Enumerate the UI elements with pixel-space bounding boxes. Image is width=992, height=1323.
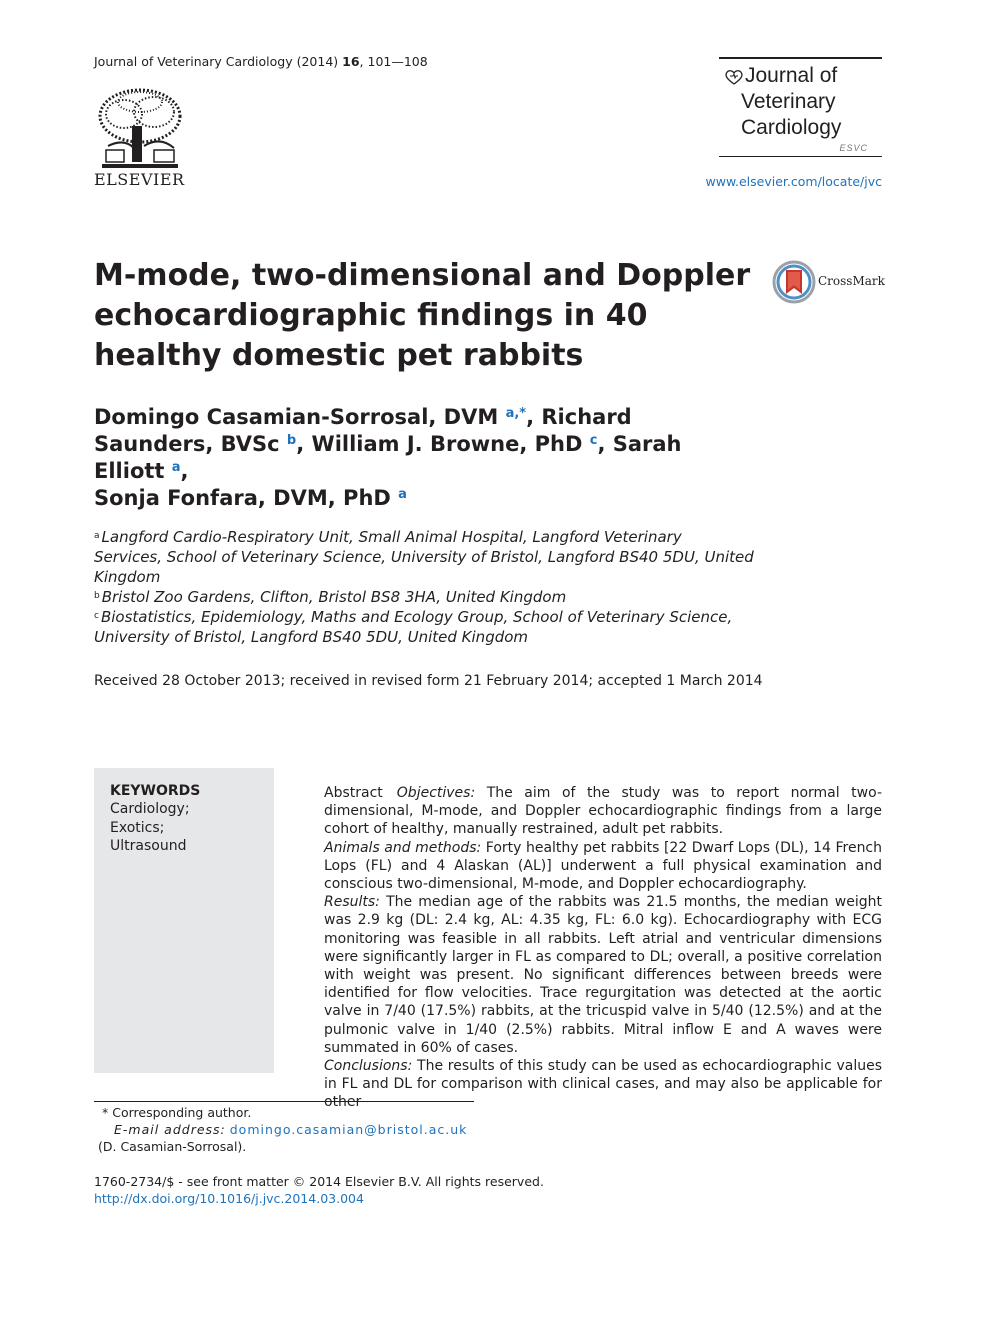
- author-name: Richard Saunders, BVSc: [94, 405, 632, 456]
- article-title: M-mode, two-dimensional and Doppler echo…: [94, 258, 751, 373]
- elsevier-tree-logo: [94, 86, 186, 168]
- abstract: Abstract Objectives: The aim of the study…: [324, 784, 882, 1112]
- journal-url-link[interactable]: www.elsevier.com/locate/jvc: [705, 174, 883, 189]
- journal-name: Journal of Veterinary Cardiology: [741, 63, 841, 141]
- journal-name-line3: Cardiology: [741, 116, 842, 139]
- heart-icon: [725, 70, 743, 85]
- author-affiliation-link[interactable]: c: [589, 433, 598, 448]
- keywords-panel: KEYWORDS Cardiology; Exotics; Ultrasound: [94, 768, 274, 1073]
- abstract-label: Abstract: [324, 785, 383, 801]
- doi-link[interactable]: http://dx.doi.org/10.1016/j.jvc.2014.03.…: [94, 1191, 364, 1206]
- journal-society: ESVC: [839, 143, 868, 153]
- methods-text: Forty healthy pet rabbits [22 Dwarf Lops…: [324, 839, 883, 893]
- keyword-item: Cardiology;: [110, 801, 190, 817]
- journal-name-line2: Veterinary: [741, 90, 836, 113]
- corresponding-author-footnote: * Corresponding author. E-mail address: …: [94, 1104, 514, 1155]
- citation-pages: , 101—108: [359, 54, 428, 69]
- keyword-item: Ultrasound: [110, 838, 187, 854]
- email-label: E-mail address:: [114, 1122, 226, 1137]
- article-history: Received 28 October 2013; received in re…: [94, 673, 763, 689]
- crossmark-button[interactable]: CrossMark: [772, 260, 885, 304]
- author-name: William J. Browne, PhD: [311, 432, 583, 456]
- author-name: Sarah Elliott: [94, 432, 682, 483]
- author-name: Sonja Fonfara, DVM, PhD: [94, 486, 391, 510]
- publisher-name: ELSEVIER: [94, 170, 185, 189]
- copyright-line: 1760-2734/$ - see front matter © 2014 El…: [94, 1174, 544, 1189]
- conclusions-label: Conclusions:: [324, 1058, 413, 1075]
- objectives-text: The aim of the study was to report norma…: [324, 785, 882, 838]
- journal-logo: Journal of Veterinary Cardiology ESVC: [719, 57, 882, 157]
- keywords-heading: KEYWORDS: [110, 783, 201, 799]
- crossmark-label: CrossMark: [818, 274, 885, 288]
- objectives-label: Objectives:: [396, 785, 476, 801]
- email-owner: (D. Casamian-Sorrosal).: [98, 1139, 247, 1154]
- conclusions-text: The results of this study can be used as…: [324, 1058, 882, 1111]
- citation-volume: 16: [342, 54, 360, 69]
- results-label: Results:: [324, 894, 380, 911]
- author-list: Domingo Casamian-Sorrosal, DVM a,*, Rich…: [94, 405, 682, 510]
- author-affiliation-link[interactable]: a: [171, 460, 181, 475]
- methods-label: Animals and methods:: [324, 839, 482, 856]
- citation-prefix: Journal of Veterinary Cardiology (2014): [94, 54, 339, 69]
- footnote-divider: [94, 1101, 474, 1102]
- author-affiliation-link[interactable]: a,*: [505, 406, 527, 421]
- results-text: The median age of the rabbits was 21.5 m…: [324, 894, 883, 1056]
- keyword-item: Exotics;: [110, 819, 165, 836]
- journal-name-line1: Journal of: [745, 64, 838, 87]
- author-affiliation-link[interactable]: b: [286, 433, 297, 448]
- corresponding-author-note: * Corresponding author.: [102, 1105, 252, 1120]
- author-email-link[interactable]: domingo.casamian@bristol.ac.uk: [229, 1122, 468, 1137]
- crossmark-icon: [772, 260, 816, 304]
- author-name: Domingo Casamian-Sorrosal, DVM: [94, 405, 499, 429]
- copyright-block: 1760-2734/$ - see front matter © 2014 El…: [94, 1173, 544, 1207]
- author-affiliation-link[interactable]: a: [398, 487, 407, 502]
- journal-citation: Journal of Veterinary Cardiology (2014) …: [94, 54, 428, 69]
